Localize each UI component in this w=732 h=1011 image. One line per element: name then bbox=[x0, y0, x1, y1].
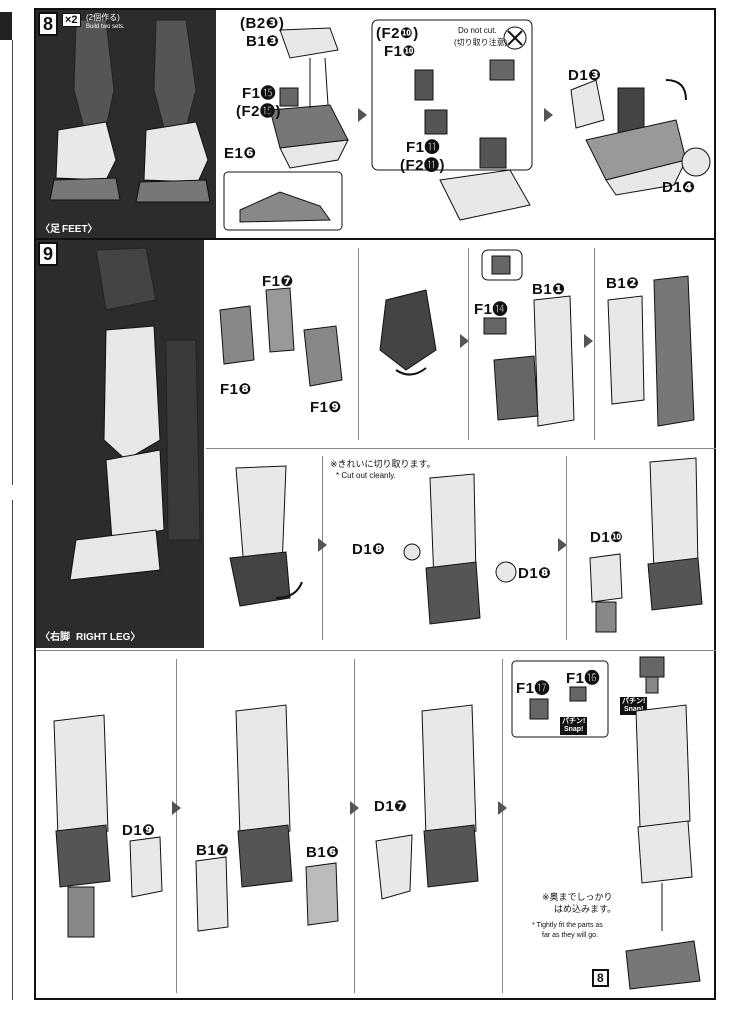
shin-back-drawing bbox=[607, 275, 695, 427]
label-b1-2: B1❷ bbox=[606, 275, 640, 292]
label-b1-6: B1❻ bbox=[306, 844, 340, 861]
joined-frame-drawing bbox=[379, 289, 437, 376]
snap-badge: パチン! Snap! bbox=[560, 717, 588, 735]
flow-arrow bbox=[358, 108, 367, 122]
step-number: 9 bbox=[38, 242, 59, 266]
label-b1-1: B1❶ bbox=[532, 281, 566, 298]
label-d1-8-left: D1❽ bbox=[352, 541, 386, 558]
flow-arrow bbox=[350, 801, 359, 815]
label-d1-8-right: D1❽ bbox=[518, 565, 552, 582]
label-f1-16: F1⓰ bbox=[566, 670, 601, 687]
label-d1-3: D1❸ bbox=[568, 67, 602, 84]
label-f1-14: F1⓮ bbox=[474, 301, 509, 318]
label-f1-10: F1❿ bbox=[384, 43, 416, 60]
flow-arrow bbox=[318, 538, 327, 552]
step-9-row-2: ※きれいに切り取ります。 * Cut out cleanly. D1❽ D1❽ … bbox=[206, 448, 716, 648]
step-9-panel: 9 〈右脚 RIGHT LEG〉 F1❼ F1❽ F1❾ F1⓮ B1❶ bbox=[34, 238, 716, 1000]
label-f1-9: F1❾ bbox=[310, 399, 342, 416]
step-9-row-1: F1❼ F1❽ F1❾ F1⓮ B1❶ B1❷ bbox=[206, 240, 716, 449]
label-d1-10: D1❿ bbox=[590, 529, 624, 546]
label-f1-17: F1⓱ bbox=[516, 680, 551, 697]
fit-note-en-2: far as they will go. bbox=[542, 932, 599, 939]
label-f2-10: (F2❿) bbox=[376, 25, 419, 42]
step-number: 8 bbox=[38, 12, 59, 36]
flow-arrow bbox=[172, 801, 181, 815]
divider bbox=[566, 456, 567, 640]
shin-with-ankle-covers-drawing bbox=[195, 704, 339, 932]
knee-caps-drawing bbox=[403, 473, 517, 625]
label-e1-6: E1❻ bbox=[224, 145, 257, 162]
label-f2-11: (F2⓫) bbox=[400, 157, 445, 174]
do-not-cut-ja: (切り取り注意) bbox=[454, 38, 508, 47]
right-leg-drawing bbox=[69, 247, 201, 581]
label-f2-15: (F2⓯) bbox=[236, 103, 281, 120]
multiplier-note-ja: (2個作る) bbox=[86, 13, 120, 22]
flow-arrow bbox=[584, 334, 593, 348]
divider bbox=[358, 248, 359, 440]
ankle-assembly-drawing bbox=[371, 19, 533, 221]
knee-rotate-drawing bbox=[229, 465, 303, 607]
label-b1-7: B1❼ bbox=[196, 842, 230, 859]
feet-drawing bbox=[49, 19, 211, 203]
divider bbox=[354, 659, 355, 993]
label-f1-15: F1⓯ bbox=[242, 85, 277, 102]
ankle-joint-drawing bbox=[589, 457, 703, 633]
foot-assembly-drawing bbox=[223, 27, 349, 231]
right-leg-caption-en: RIGHT LEG〉 bbox=[76, 632, 141, 643]
divider bbox=[502, 659, 503, 993]
do-not-cut-en: Do not cut. bbox=[458, 26, 497, 35]
completed-leg-drawing bbox=[625, 656, 701, 990]
edge-line bbox=[12, 500, 13, 1000]
feet-caption-en: FEET〉 bbox=[62, 224, 98, 235]
fit-note-ja-1: ※奥までしっかり bbox=[542, 892, 613, 902]
label-f1-8: F1❽ bbox=[220, 381, 252, 398]
fit-note-ja-2: はめ込みます。 bbox=[554, 904, 617, 914]
label-f1-11: F1⓫ bbox=[406, 139, 441, 156]
label-d1-7: D1❼ bbox=[374, 798, 408, 815]
label-d1-4: D1❹ bbox=[662, 179, 696, 196]
edge-tab bbox=[0, 12, 12, 40]
feet-caption-ja: 〈足 bbox=[40, 224, 60, 235]
label-f1-7: F1❼ bbox=[262, 273, 294, 290]
label-b2-3: (B2❸) bbox=[240, 15, 285, 32]
flow-arrow bbox=[558, 538, 567, 552]
step-9-right-leg-illustration: 9 〈右脚 RIGHT LEG〉 bbox=[36, 240, 204, 648]
step-8-substep-2: (F2❿) F1❿ Do not cut. (切り取り注意) F1⓫ (F2⓫) bbox=[370, 10, 540, 238]
flow-arrow bbox=[544, 108, 553, 122]
step-9-row-3: D1❾ B1❼ B1❻ D1❼ F1⓱ F1⓰ パチン! Snap! パ bbox=[36, 650, 716, 1001]
shin-with-back-armor-drawing bbox=[375, 704, 479, 900]
fit-note-en-1: * Tightly fit the parts as bbox=[532, 922, 603, 929]
multiplier-badge: ×2 bbox=[62, 13, 81, 27]
toe-assembly-drawing bbox=[570, 79, 711, 196]
shin-frame-drawing bbox=[219, 287, 343, 387]
multiplier-note-en: Build two sets. bbox=[86, 24, 125, 30]
edge-line bbox=[12, 40, 13, 485]
cut-note-ja: ※きれいに切り取ります。 bbox=[330, 459, 436, 469]
cut-note-en: * Cut out cleanly. bbox=[336, 471, 396, 480]
step-8-feet-illustration: 8 ×2 (2個作る) Build two sets. 〈足 FEET〉 bbox=[36, 10, 216, 238]
label-d1-9: D1❾ bbox=[122, 822, 156, 839]
label-b1-3: B1❸ bbox=[246, 33, 280, 50]
flow-arrow bbox=[498, 801, 507, 815]
previous-page-edge bbox=[0, 0, 30, 1011]
shin-armor-drawing bbox=[481, 249, 575, 427]
flow-arrow bbox=[460, 334, 469, 348]
divider bbox=[176, 659, 177, 993]
divider bbox=[468, 248, 469, 440]
step-8-panel: 8 ×2 (2個作る) Build two sets. 〈足 FEET〉 (B2… bbox=[34, 8, 716, 240]
reference-step-badge: 8 bbox=[592, 969, 609, 987]
shin-with-calf-drawing bbox=[53, 714, 163, 938]
divider bbox=[594, 248, 595, 440]
right-leg-caption-ja: 〈右脚 bbox=[40, 632, 70, 643]
step-8-substep-1: (B2❸) B1❸ F1⓯ (F2⓯) E1❻ bbox=[220, 10, 350, 238]
step-8-substep-3: D1❸ D1❹ bbox=[556, 10, 716, 238]
